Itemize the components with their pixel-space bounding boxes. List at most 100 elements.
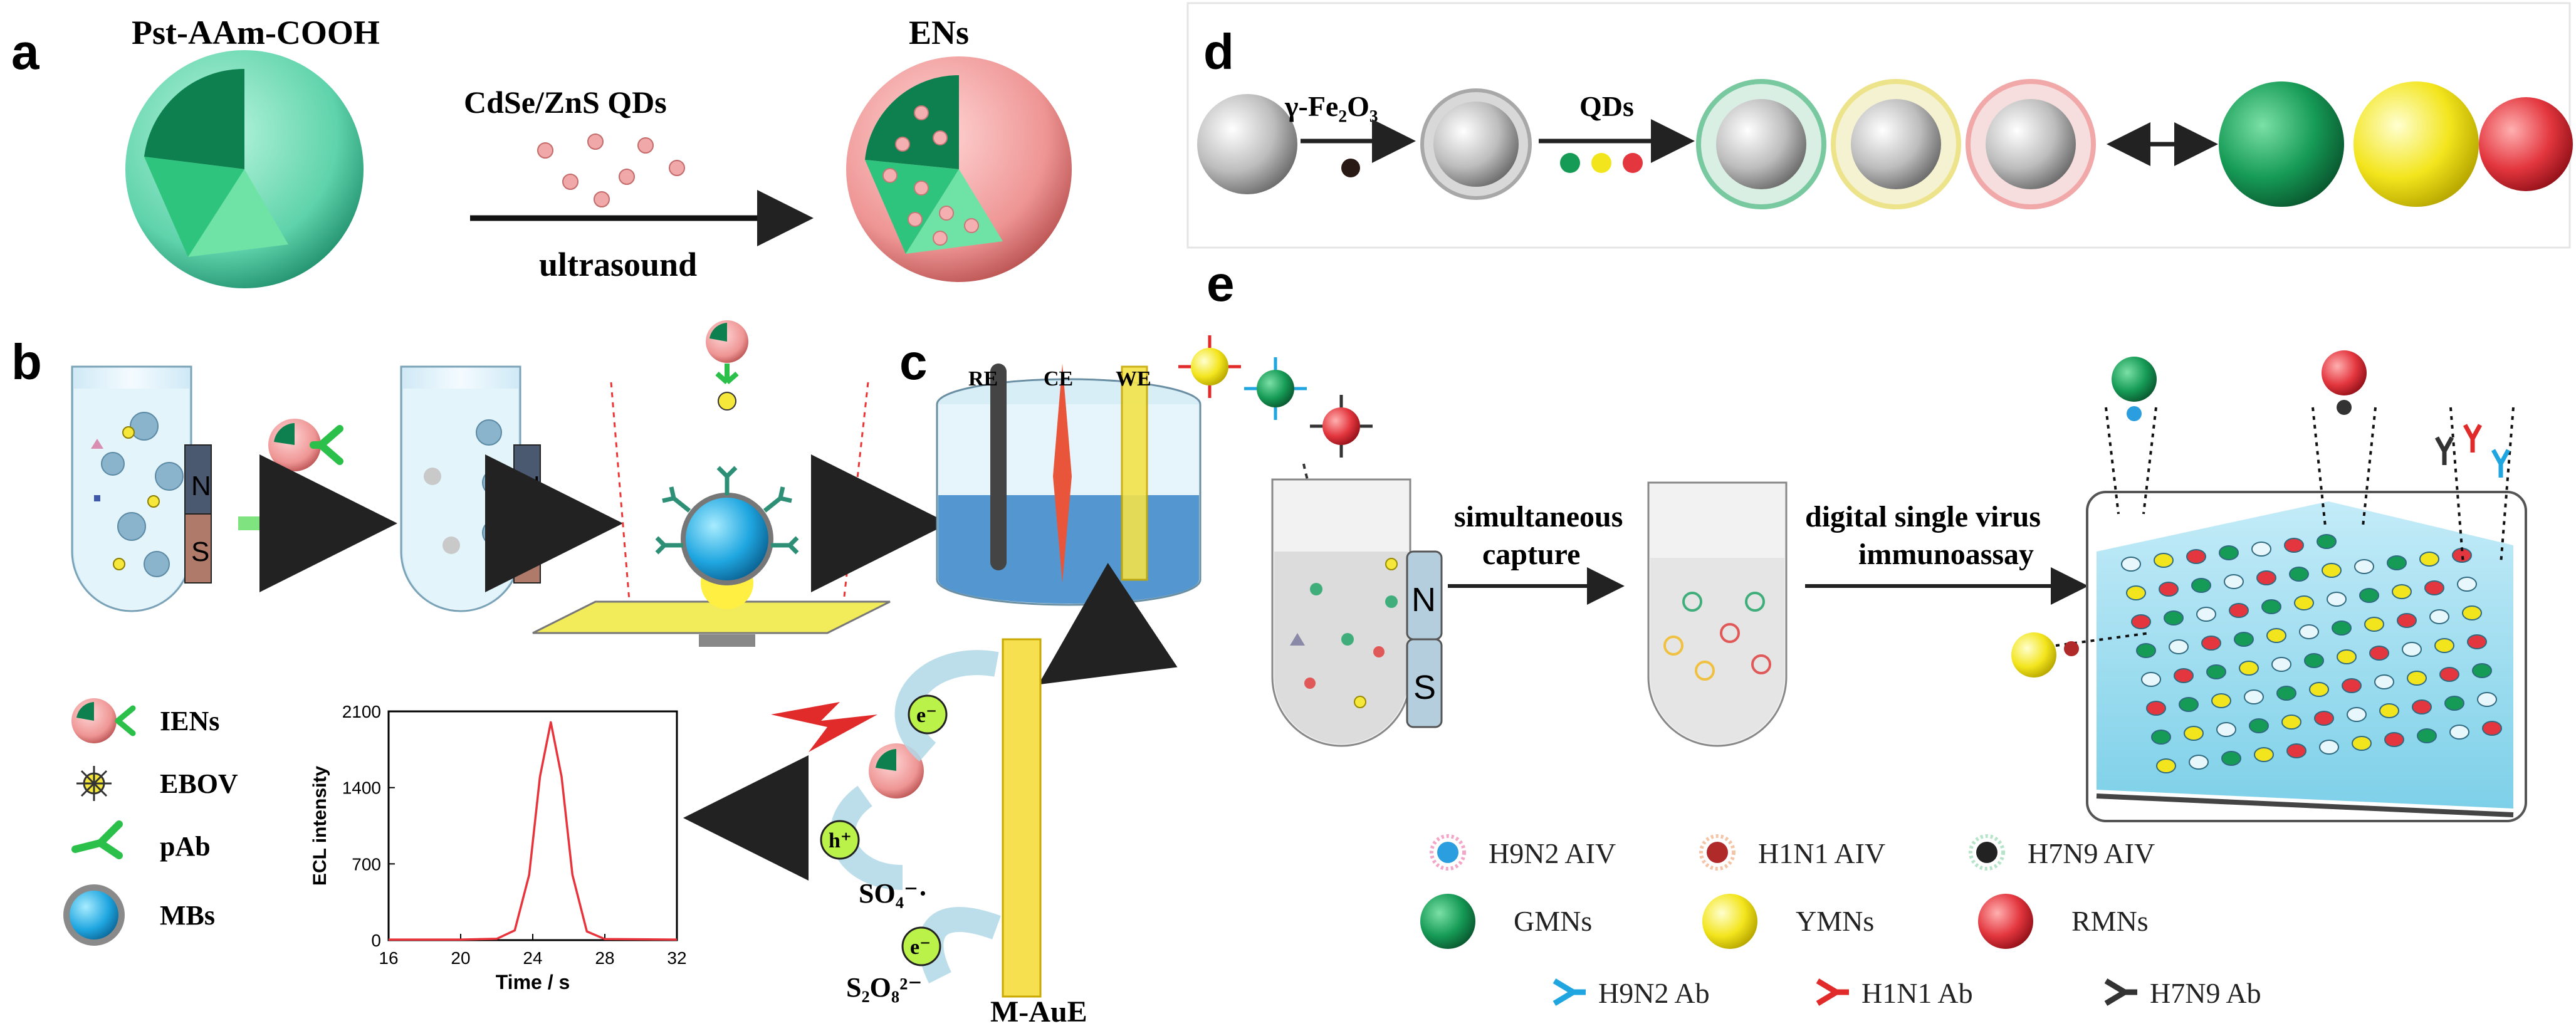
sample-tube-1 (71, 365, 192, 612)
legend-ien-label: IENs (160, 706, 219, 736)
ien-icon (71, 698, 136, 743)
microwell (2201, 636, 2221, 651)
incoming-beads-icon (1178, 335, 1373, 544)
microwell (2239, 661, 2259, 676)
panel-d: d γ-Fe₂O₃ QDs (1186, 2, 2573, 249)
microwell (2286, 743, 2306, 758)
microwell (2337, 649, 2357, 664)
microwell (2439, 667, 2459, 682)
magnet-b1-icon: N S (184, 444, 212, 584)
microwell (2121, 557, 2141, 572)
pst-sphere-icon (125, 50, 364, 288)
microwell (2444, 696, 2464, 711)
x-tick-label: 28 (595, 948, 614, 968)
microwell (2156, 758, 2176, 773)
legend-mb-label: MBs (160, 900, 215, 931)
h1n1-virus-icon (1699, 834, 1736, 871)
microwell (2254, 747, 2274, 762)
panel-label-b: b (11, 334, 42, 390)
m-aue-label: M-AuE (990, 995, 1087, 1026)
magnet-b2-s: S (520, 537, 538, 567)
electron-label-2: e⁻ (910, 936, 931, 959)
h1n1-antibody-icon (1816, 978, 1849, 1006)
microwell (2379, 703, 2399, 718)
microwell (2397, 613, 2417, 628)
legend-h7n9-ab: H7N9 Ab (2150, 977, 2261, 1009)
microwell (2374, 674, 2394, 689)
microwell (2251, 542, 2271, 557)
microwell (2271, 657, 2291, 672)
chart-ylabel: ECL intensity (310, 766, 330, 886)
legend-h9n2-aiv: H9N2 AIV (1489, 837, 1616, 869)
microwell (2457, 577, 2477, 592)
microwell (2266, 628, 2286, 643)
panel-e: e N S simultaneous capture (1178, 256, 2527, 1009)
panel-c: c RE CE WE M-AuE e⁻ h⁺ e⁻ (683, 334, 1202, 1026)
microwell (2424, 580, 2444, 595)
microwell (2169, 639, 2189, 654)
microwell (2322, 563, 2342, 578)
y-tick-label: 0 (371, 931, 381, 950)
legend-h1n1-ab: H1N1 Ab (1861, 977, 1973, 1009)
magnet-b1-n: N (191, 471, 211, 501)
microwell (2159, 582, 2179, 597)
microwell (2387, 555, 2407, 570)
microwell (2419, 552, 2439, 567)
ens-sphere-icon (846, 56, 1072, 282)
y-tick-label: 2100 (342, 702, 381, 721)
capture-tube (1271, 478, 1411, 747)
panel-label-c: c (899, 334, 928, 390)
microwell (2304, 653, 2324, 668)
microwell (2477, 692, 2497, 707)
y-tick-label: 700 (352, 854, 381, 874)
qds-label-d: QDs (1579, 90, 1634, 122)
panel-b: b N S (11, 320, 949, 993)
ien-antibody-icon (268, 419, 343, 471)
microwell (2309, 682, 2329, 697)
y-tick-label: 1400 (342, 778, 381, 798)
microwell (2151, 730, 2171, 745)
qds-reagent-label: CdSe/ZnS QDs (464, 85, 667, 120)
legend-b: IENs EBOV pAb MBs (63, 698, 238, 946)
microwell (2354, 559, 2374, 574)
coated-sphere-icon (1420, 88, 1532, 200)
microwell (2359, 588, 2379, 603)
microwell (2126, 585, 2146, 600)
green-bead-icon (2219, 81, 2344, 207)
panel-label-e: e (1207, 256, 1235, 311)
microwell (2472, 663, 2492, 678)
magnet-b1-s: S (191, 537, 209, 567)
microwell (2229, 603, 2249, 618)
ultrasound-label: ultrasound (539, 246, 697, 283)
sample-tube-2 (400, 365, 521, 612)
microwell (2417, 728, 2437, 743)
microwell (2412, 699, 2432, 715)
microwell (2206, 664, 2226, 679)
ymn-bead-icon (1702, 894, 1757, 949)
microwell (2244, 689, 2264, 704)
microwell (2154, 553, 2174, 568)
ce-label: CE (1044, 367, 1073, 390)
legend-h1n1-aiv: H1N1 AIV (1758, 837, 1885, 869)
h7n9-antibody-icon (2104, 978, 2137, 1006)
microwell (2256, 570, 2276, 585)
separated-tube (1647, 481, 1788, 747)
step2-line1: digital single virus (1805, 500, 2041, 533)
microwell (2221, 751, 2241, 766)
microwell (2369, 646, 2389, 661)
microwell (2219, 545, 2239, 560)
h9n2-virus-icon (1430, 834, 1466, 871)
flow-arrow-c1 (1038, 563, 1178, 685)
gmn-bead-icon (1420, 894, 1475, 949)
yellow-shell-sphere-icon (1831, 79, 1961, 209)
ens-label: ENs (909, 14, 969, 51)
legend-rmns: RMNs (2071, 905, 2149, 937)
qd-color-dots-icon (1560, 153, 1643, 173)
we-label: WE (1116, 367, 1151, 390)
microwell (2462, 605, 2482, 620)
microwell (2342, 678, 2362, 693)
fe2o3-dot-icon (1341, 159, 1360, 177)
panel-a: a Pst-AAm-COOH CdSe/ZnS QDs ultrasound E… (11, 14, 1072, 288)
microwell (2392, 584, 2412, 599)
